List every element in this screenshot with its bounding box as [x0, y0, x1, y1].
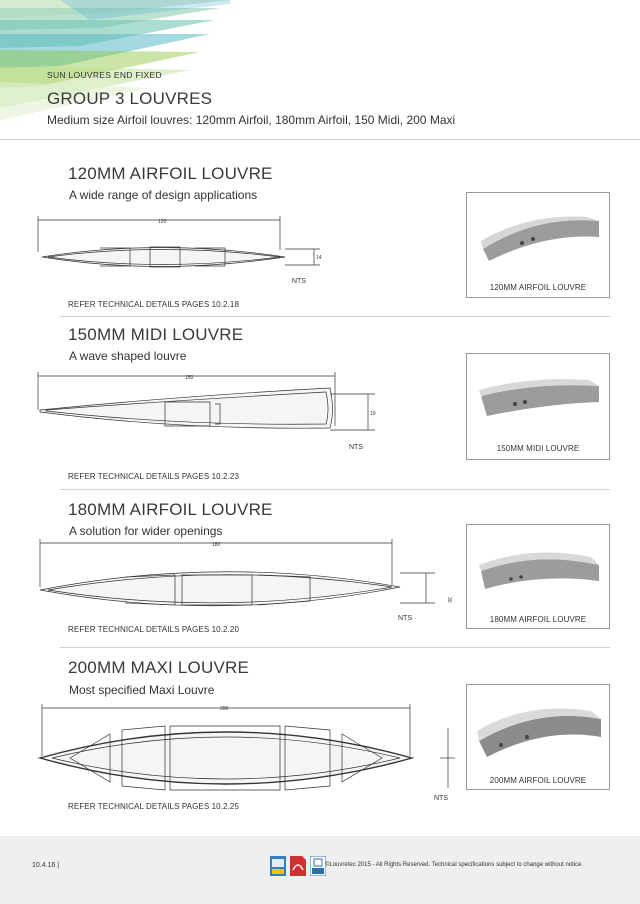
section-subtitle: A wide range of design applications: [69, 188, 258, 202]
page-title: GROUP 3 LOUVRES: [47, 89, 213, 108]
corner-decoration: [0, 0, 230, 120]
photo-caption: 150MM MIDI LOUVRE: [496, 444, 580, 453]
pdf-icon[interactable]: [290, 856, 306, 876]
photo-caption: 120MM AIRFOIL LOUVRE: [489, 283, 587, 292]
section-title: 150MM MIDI LOUVRE: [68, 325, 244, 344]
section-subtitle: Most specified Maxi Louvre: [69, 683, 215, 697]
louvre-photo: [479, 552, 599, 589]
louvre-photo-card: 150MM MIDI LOUVRE: [466, 353, 610, 460]
refer-technical-details: REFER TECHNICAL DETAILS PAGES 10.2.25: [68, 802, 240, 811]
section-subtitle: A solution for wider openings: [69, 524, 223, 538]
photo-caption: 180MM AIRFOIL LOUVRE: [489, 615, 587, 624]
revit-icon[interactable]: [310, 856, 326, 876]
dimension-width-label: 150: [185, 375, 194, 381]
dimension-width-label: 120: [158, 219, 167, 225]
louvre-photo-card: 200MM AIRFOIL LOUVRE: [466, 684, 610, 790]
louvre-profile-drawing: 180 30: [39, 539, 452, 607]
dimension-height-label: 14: [316, 255, 322, 261]
dimension-height-label: 19: [370, 411, 376, 417]
photo-caption: 200MM AIRFOIL LOUVRE: [489, 776, 587, 785]
section-title: 200MM MAXI LOUVRE: [68, 658, 250, 677]
section-divider: [60, 489, 610, 490]
louvre-photo-card: 120MM AIRFOIL LOUVRE: [466, 192, 610, 298]
louvre-photo-card: 180MM AIRFOIL LOUVRE: [466, 524, 610, 629]
dwg-icon[interactable]: [270, 856, 286, 876]
nts-label: NTS: [398, 615, 412, 622]
page-footer: 10.4.16 | ©Louvretec 2015 - All Rights R…: [0, 836, 640, 904]
page-number: 10.4.16 |: [32, 862, 60, 869]
dimension-width-label: 200: [220, 706, 229, 712]
refer-technical-details: REFER TECHNICAL DETAILS PAGES 10.2.20: [68, 625, 240, 634]
dimension-width-label: 180: [212, 542, 221, 548]
section-title: 120MM AIRFOIL LOUVRE: [68, 164, 273, 183]
dimension-height-label: 30: [446, 597, 452, 603]
header-divider: [0, 139, 640, 140]
section-subtitle: A wave shaped louvre: [69, 349, 187, 363]
louvre-photo: [481, 216, 599, 261]
nts-label: NTS: [349, 444, 363, 451]
page-header: SUN LOUVRES END FIXED GROUP 3 LOUVRES Me…: [47, 70, 620, 127]
louvre-profile-drawing: 150 19: [37, 372, 376, 431]
section-divider: [60, 316, 610, 317]
nts-label: NTS: [292, 278, 306, 285]
refer-technical-details: REFER TECHNICAL DETAILS PAGES 10.2.18: [68, 300, 240, 309]
louvre-photo: [477, 708, 601, 757]
section-kicker: SUN LOUVRES END FIXED: [47, 70, 162, 80]
page-subtitle: Medium size Airfoil louvres: 120mm Airfo…: [47, 113, 456, 127]
section-title: 180MM AIRFOIL LOUVRE: [68, 500, 273, 519]
section-divider: [60, 647, 610, 648]
louvre-photo: [479, 379, 599, 416]
nts-label: NTS: [434, 795, 448, 802]
refer-technical-details: REFER TECHNICAL DETAILS PAGES 10.2.23: [68, 472, 240, 481]
louvre-profile-drawing: 120 14: [37, 216, 322, 268]
louvre-profile-drawing: 200: [37, 704, 455, 791]
copyright-notice: ©Louvretec 2015 - All Rights Reserved. T…: [325, 862, 584, 868]
